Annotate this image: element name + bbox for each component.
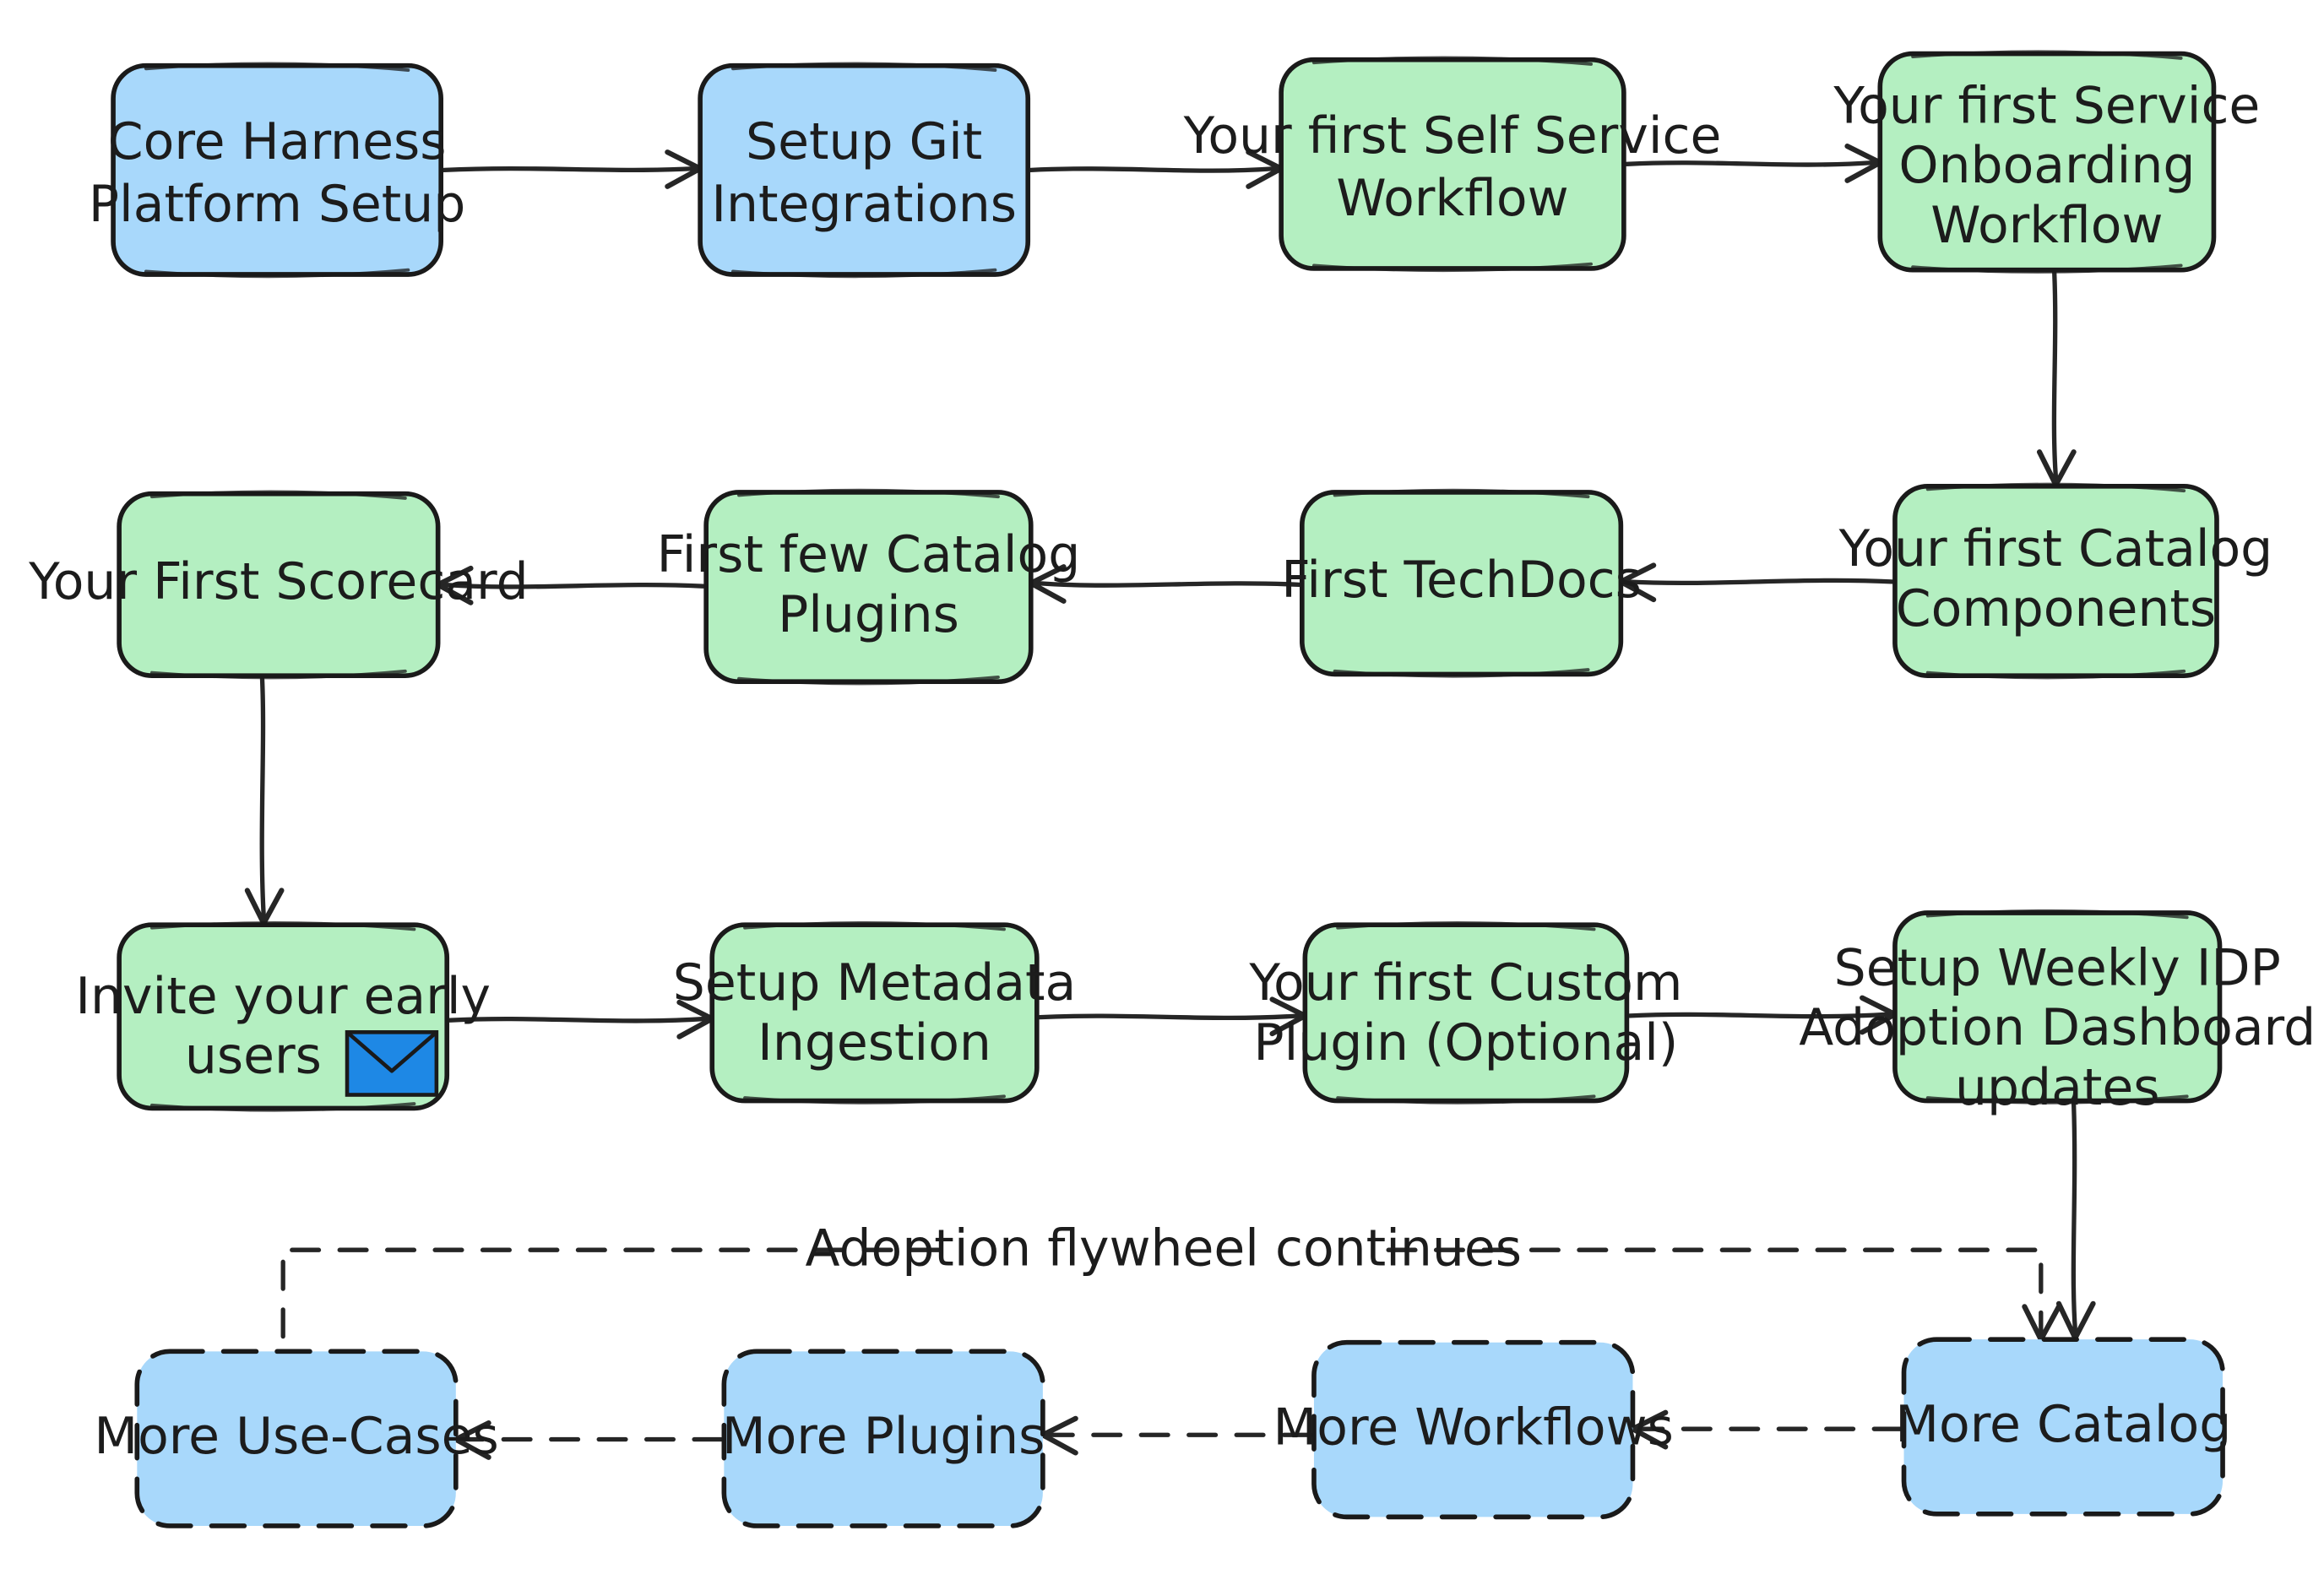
node-your-first-service-onboarding-workflow[interactable]: Your first Service Onboarding Workflow <box>1833 50 2260 274</box>
nodes-layer: Core Harness Platform Setup Setup Git In… <box>28 50 2316 1528</box>
edge-line <box>442 582 706 589</box>
node-sketch-line <box>1336 1094 1596 1105</box>
node-body[interactable] <box>698 62 1031 277</box>
edge-first-scorecard-to-invite-early-users <box>244 676 285 926</box>
node-body[interactable] <box>117 491 441 678</box>
node-sketch-line <box>730 268 997 279</box>
node-sketch-line <box>1925 482 2186 493</box>
node-sketch-line <box>1925 1094 2189 1105</box>
node-body[interactable] <box>1877 51 2217 273</box>
edge-more-catalog-to-more-workflows <box>1630 1409 1903 1450</box>
node-more-catalog[interactable]: More Catalog <box>1895 1337 2231 1517</box>
edge-line <box>1029 166 1278 173</box>
envelope-icon <box>345 1030 439 1097</box>
node-sketch-line <box>1911 263 2183 274</box>
edge-line <box>448 1016 709 1023</box>
node-more-workflows[interactable]: More Workflows <box>1273 1339 1674 1520</box>
node-body[interactable] <box>1892 484 2219 678</box>
node-sketch-line <box>144 268 410 279</box>
edge-more-plugins-to-more-use-cases <box>453 1420 724 1460</box>
node-sketch-line <box>730 62 997 72</box>
edge-line <box>442 166 697 173</box>
node-first-few-catalog-plugins[interactable]: First few Catalog Plugins <box>657 488 1081 686</box>
node-body[interactable] <box>1279 57 1626 271</box>
edge-line <box>1037 1013 1301 1021</box>
node-sketch-line <box>1311 56 1594 66</box>
node-body[interactable] <box>1300 490 1624 677</box>
node-sketch-line <box>1925 909 2189 920</box>
node-sketch-line <box>1336 920 1596 931</box>
edge-more-workflows-to-more-plugins <box>1040 1415 1314 1456</box>
node-body[interactable] <box>134 1349 459 1528</box>
edge-line <box>280 1247 2044 1345</box>
node-sketch-line <box>743 1094 1006 1105</box>
edge-metadata-ingestion-to-custom-plugin <box>1037 996 1308 1037</box>
node-body[interactable] <box>721 1349 1045 1528</box>
node-your-first-catalog-components[interactable]: Your first Catalog Components <box>1838 482 2273 680</box>
edge-catalog-components-to-first-techdocs <box>1618 562 1895 603</box>
edge-label-backdrop <box>947 1223 1380 1277</box>
node-sketch-line <box>149 490 407 500</box>
edge-label-text: Adoption flywheel continues <box>806 1219 1522 1278</box>
node-first-techdocs[interactable]: First TechDocs <box>1281 488 1642 678</box>
node-your-first-custom-plugin-optional[interactable]: Your first Custom Plugin (Optional) <box>1248 920 1682 1105</box>
edge-custom-plugin-to-weekly-idp-dashboard <box>1627 995 1898 1035</box>
node-body[interactable] <box>1892 910 2223 1104</box>
edge-line <box>1624 160 1876 167</box>
edge-service-onboarding-to-catalog-components <box>2036 270 2077 488</box>
edge-self-service-to-service-onboarding <box>1624 144 1883 183</box>
node-body[interactable] <box>111 62 443 277</box>
edge-label-flywheel: Adoption flywheel continues <box>806 1219 1522 1278</box>
edge-core-harness-to-setup-git <box>442 149 703 189</box>
node-core-harness-platform-setup[interactable]: Core Harness Platform Setup <box>89 62 465 279</box>
edge-catalog-plugins-to-first-scorecard <box>435 565 706 605</box>
node-body[interactable] <box>709 922 1040 1104</box>
node-invite-your-early-users[interactable]: Invite your early users <box>75 920 491 1112</box>
node-more-plugins[interactable]: More Plugins <box>721 1349 1045 1528</box>
node-body[interactable] <box>1302 922 1630 1104</box>
edge-weekly-idp-dashboard-to-more-catalog <box>2055 1101 2096 1341</box>
edge-setup-git-to-self-service-workflow <box>1029 149 1284 189</box>
edge-line <box>2071 1101 2078 1333</box>
edge-line <box>1034 580 1301 588</box>
edge-line <box>2051 270 2059 480</box>
node-sketch-line <box>1333 488 1590 499</box>
node-sketch-line <box>149 669 407 680</box>
node-setup-metadata-ingestion[interactable]: Setup Metadata Ingestion <box>673 920 1077 1105</box>
node-body[interactable] <box>1311 1339 1636 1520</box>
node-sketch-line <box>737 488 1000 499</box>
edge-invite-early-users-to-metadata-ingestion <box>448 999 715 1040</box>
node-sketch-line <box>743 920 1006 931</box>
edge-first-techdocs-to-catalog-plugins <box>1028 564 1301 604</box>
node-body[interactable] <box>1901 1337 2225 1517</box>
envelope-flap <box>345 1030 438 1073</box>
node-sketch-line <box>1925 669 2186 680</box>
node-sketch-line <box>737 675 1000 686</box>
node-more-use-cases[interactable]: More Use-Cases <box>94 1349 499 1528</box>
node-sketch-line <box>144 62 410 72</box>
node-body[interactable] <box>703 490 1034 685</box>
node-sketch-line <box>1333 668 1590 678</box>
edge-line <box>1627 1012 1892 1019</box>
edge-line <box>1624 578 1895 586</box>
node-sketch-line <box>149 1102 416 1112</box>
node-setup-git-integrations[interactable]: Setup Git Integrations <box>698 62 1031 279</box>
edge-line <box>259 676 266 919</box>
node-sketch-line <box>149 920 416 931</box>
node-sketch-line <box>1911 50 2183 60</box>
node-sketch-line <box>1311 262 1594 273</box>
